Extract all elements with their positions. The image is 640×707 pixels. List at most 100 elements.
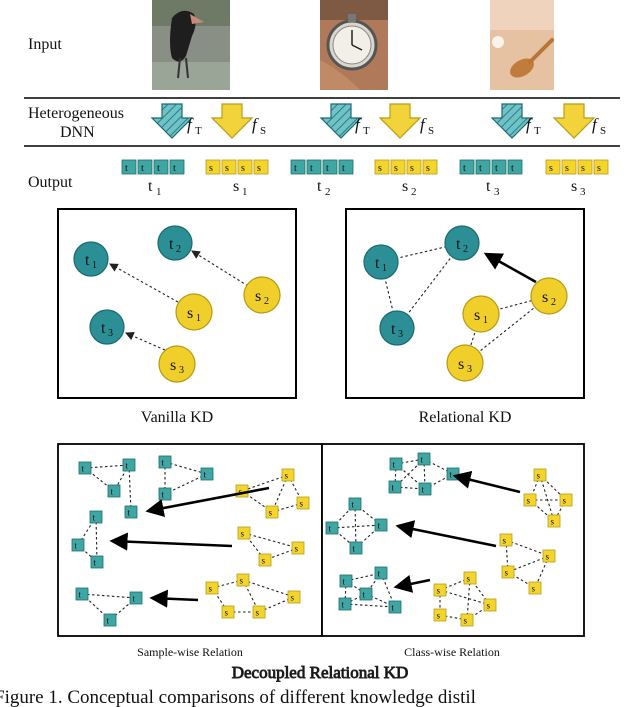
svg-text:s: s	[233, 178, 239, 195]
svg-text:s: s	[240, 576, 244, 586]
student-square-node: s	[296, 496, 310, 510]
svg-text:s: s	[300, 499, 304, 509]
student-square-node: s	[236, 573, 250, 587]
svg-text:t: t	[392, 603, 395, 613]
student-square-node: s	[252, 605, 266, 619]
svg-text:t: t	[310, 163, 313, 174]
teacher-feature-square: t	[338, 159, 354, 175]
teacher-square-node: t	[129, 591, 143, 605]
svg-text:2: 2	[176, 244, 181, 255]
figure-caption: Figure 1. Conceptual comparisons of diff…	[0, 687, 476, 707]
teacher-feature-square: t	[121, 159, 137, 175]
svg-text:3: 3	[398, 329, 403, 340]
svg-text:t: t	[107, 616, 110, 626]
svg-text:t: t	[204, 470, 207, 480]
svg-text:1: 1	[382, 263, 387, 274]
svg-text:s: s	[262, 556, 266, 566]
svg-text:t: t	[352, 500, 355, 510]
svg-text:t: t	[378, 569, 381, 579]
svg-text:t: t	[378, 521, 381, 531]
svg-text:s: s	[542, 289, 548, 306]
svg-text:t: t	[486, 178, 491, 195]
student-square-node: s	[523, 493, 537, 507]
teacher-square-node: t	[107, 484, 121, 498]
svg-text:s: s	[209, 163, 213, 174]
svg-text:t: t	[162, 458, 165, 468]
svg-text:s: s	[487, 601, 491, 611]
teacher-square-node: t	[200, 467, 214, 481]
svg-text:s: s	[394, 163, 398, 174]
output-label-s1: s 1	[233, 178, 248, 198]
teacher-function-label: f	[526, 115, 533, 134]
svg-text:t: t	[82, 464, 85, 474]
svg-text:t: t	[343, 577, 346, 587]
svg-text:t: t	[133, 594, 136, 604]
teacher-feature-square: t	[507, 159, 523, 175]
svg-text:t: t	[422, 485, 425, 495]
student-square-node: s	[433, 608, 447, 622]
svg-text:3: 3	[179, 365, 184, 376]
teacher-square-node: t	[389, 457, 403, 471]
svg-text:s: s	[527, 496, 531, 506]
teacher-function-sub: T	[534, 125, 541, 137]
svg-text:3: 3	[108, 328, 113, 339]
svg-text:t: t	[342, 163, 345, 174]
student-square-node: s	[281, 468, 295, 482]
teacher-square-node: t	[158, 455, 172, 469]
svg-text:1: 1	[156, 186, 162, 198]
svg-text:t: t	[111, 487, 114, 497]
svg-text:t: t	[169, 236, 174, 253]
student-feature-square: s	[237, 159, 253, 175]
svg-text:1: 1	[242, 186, 248, 198]
student-arrow-icon	[552, 103, 596, 139]
student-feature-square: s	[545, 159, 561, 175]
svg-text:s: s	[410, 163, 414, 174]
input-image-stopwatch	[320, 0, 388, 90]
svg-text:1: 1	[92, 260, 97, 271]
svg-text:t: t	[125, 163, 128, 174]
svg-text:t: t	[157, 163, 160, 174]
teacher-square-node: t	[78, 461, 92, 475]
svg-text:s: s	[581, 163, 585, 174]
output-label-t1: t 1	[148, 178, 162, 198]
svg-text:3: 3	[580, 186, 586, 198]
svg-text:t: t	[162, 490, 165, 500]
svg-text:1: 1	[196, 313, 201, 324]
teacher-square-node: t	[325, 521, 339, 535]
teacher-feature-square: t	[169, 159, 185, 175]
svg-text:t: t	[173, 163, 176, 174]
teacher-square-node: t	[418, 482, 432, 496]
relational-kd-title: Relational KD	[419, 409, 512, 426]
teacher-square-node: t	[89, 510, 103, 524]
student-feature-square: s	[205, 159, 221, 175]
svg-text:t: t	[375, 255, 380, 272]
teacher-arrow-icon	[319, 103, 363, 139]
teacher-feature-square: t	[306, 159, 322, 175]
teacher-function-sub: T	[195, 125, 202, 137]
student-feature-square: s	[390, 159, 406, 175]
class-wise-title: Class-wise Relation	[404, 645, 500, 659]
svg-text:s: s	[187, 305, 193, 322]
teacher-square-node: t	[417, 452, 431, 466]
svg-text:s: s	[241, 529, 245, 539]
student-square-node: s	[542, 549, 556, 563]
svg-text:s: s	[256, 608, 260, 618]
teacher-feature-square: t	[153, 159, 169, 175]
student-square-node: s	[501, 565, 515, 579]
svg-text:s: s	[537, 471, 541, 481]
student-feature-square: s	[422, 159, 438, 175]
svg-text:s: s	[549, 163, 553, 174]
svg-text:s: s	[437, 611, 441, 621]
student-feature-square: s	[374, 159, 390, 175]
student-feature-square: s	[221, 159, 237, 175]
svg-text:t: t	[353, 544, 356, 554]
svg-text:t: t	[317, 178, 322, 195]
svg-text:t: t	[463, 163, 466, 174]
